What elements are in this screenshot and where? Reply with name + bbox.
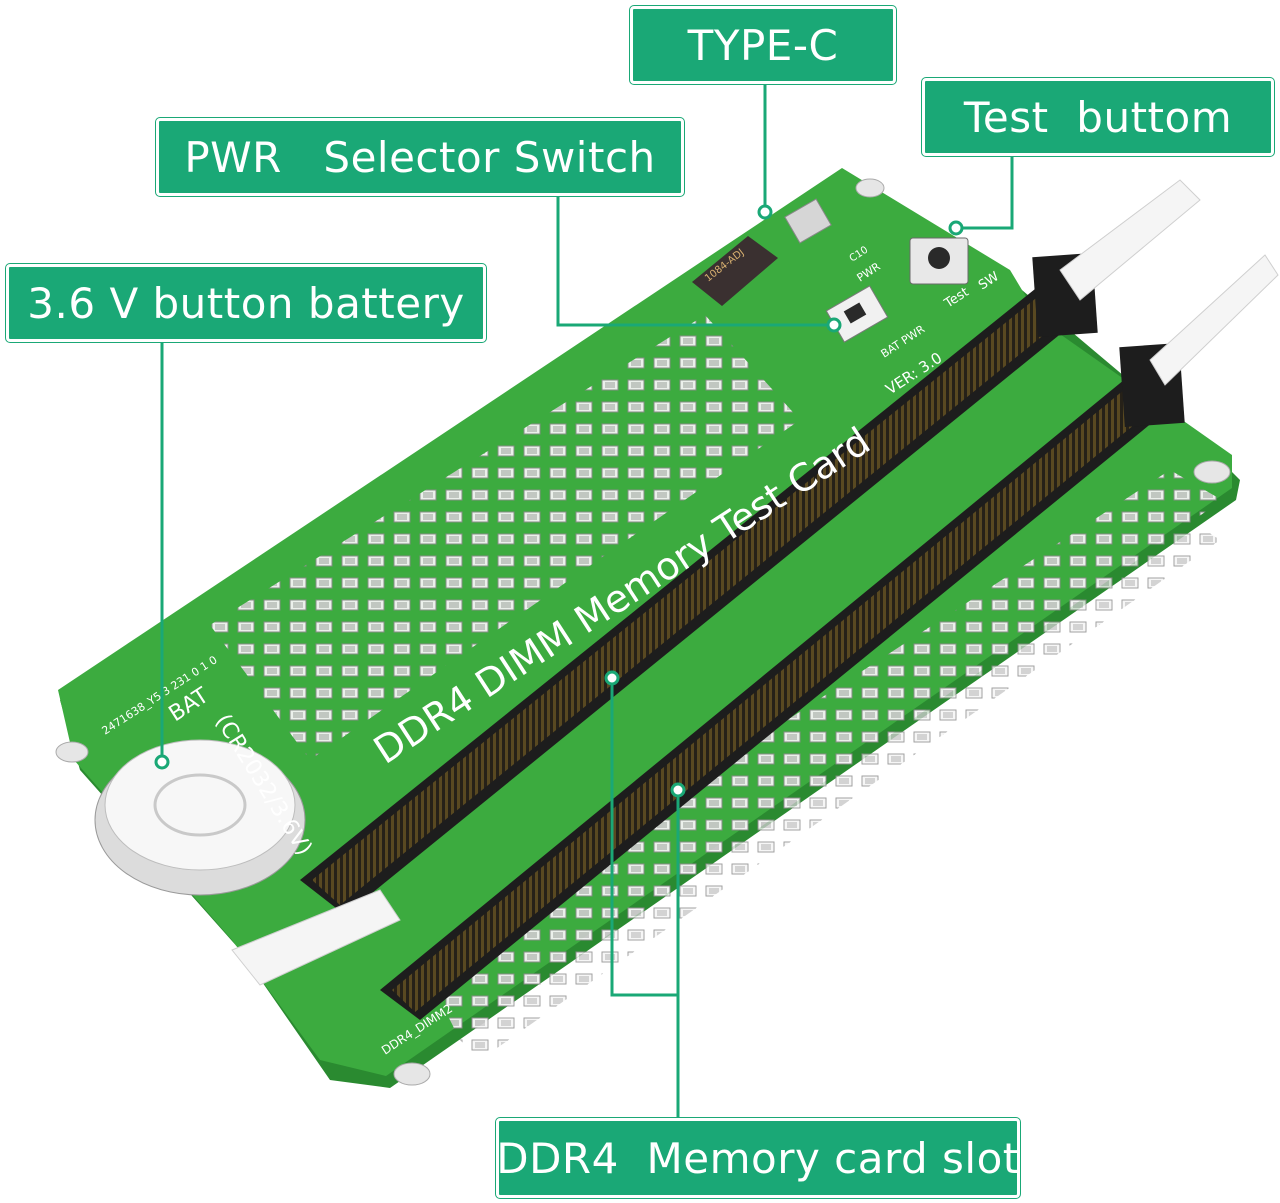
- test-button: [909, 237, 969, 285]
- test-button-callout-text: Test buttom: [963, 92, 1233, 142]
- memory-slot-callout-text: DDR4 Memory card slot: [496, 1133, 1020, 1183]
- pwr-switch-callout: PWR Selector Switch: [156, 118, 684, 196]
- type-c-callout: TYPE-C: [630, 6, 896, 84]
- type-c-connector: [784, 198, 832, 244]
- ddr4-slot-1: [300, 253, 1098, 915]
- leader-dot-type-c: [757, 204, 773, 220]
- ddr4-slot-2: [380, 343, 1185, 1020]
- slot-latches: [231, 179, 1279, 986]
- leader-dot-pwr: [826, 317, 842, 333]
- leader-dot-slot-1: [604, 670, 620, 686]
- regulator-chip: [692, 236, 778, 306]
- leader-slot: [610, 678, 680, 1118]
- leader-pwr: [556, 196, 832, 327]
- leader-lines: [154, 84, 1014, 1118]
- battery-callout: 3.6 V button battery: [6, 264, 486, 342]
- leader-dot-slot-2: [670, 782, 686, 798]
- test-button-callout: Test buttom: [922, 78, 1274, 156]
- leader-test: [958, 156, 1014, 230]
- leader-dot-test: [948, 220, 964, 236]
- battery-holder: [94, 739, 306, 896]
- memory-slot-callout: DDR4 Memory card slot: [496, 1118, 1020, 1198]
- pwr-switch-callout-text: PWR Selector Switch: [184, 132, 656, 182]
- leader-dot-battery: [154, 754, 170, 770]
- type-c-callout-text: TYPE-C: [687, 20, 839, 70]
- battery-callout-text: 3.6 V button battery: [27, 278, 465, 328]
- standoffs: [55, 178, 1231, 1086]
